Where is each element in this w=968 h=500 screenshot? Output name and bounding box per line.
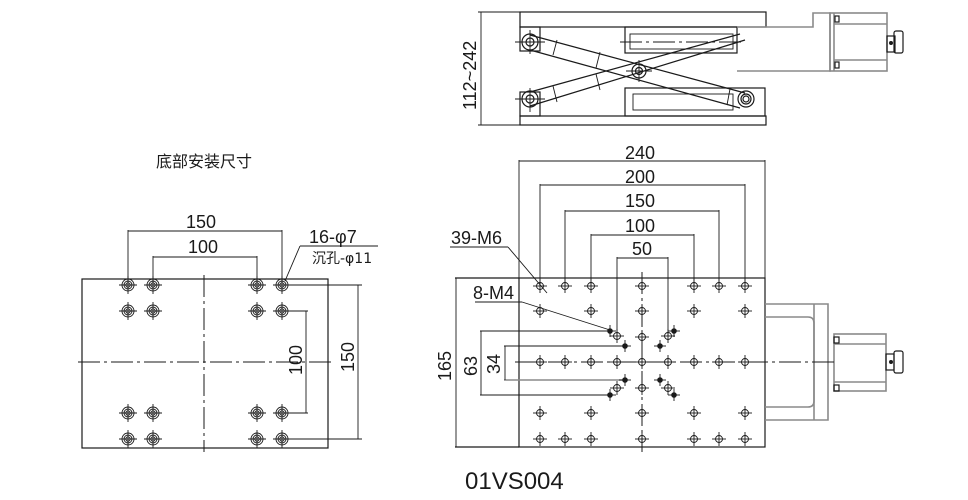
hole-callout: 16-φ7	[309, 227, 357, 247]
counterbore-hole	[248, 276, 266, 294]
pivot-bottom-right	[737, 90, 755, 108]
knob-icon	[893, 30, 904, 54]
bottom-plate	[519, 115, 767, 126]
model-number: 01VS004	[465, 468, 564, 495]
m6-callout: 39-M6	[451, 228, 502, 248]
m6-hole	[533, 406, 547, 420]
m6-hole	[738, 279, 752, 293]
counterbore-callout: 沉孔-φ11	[312, 251, 372, 267]
m4-hole	[619, 374, 631, 386]
m6-hole	[533, 304, 547, 318]
counterbore-hole	[144, 276, 162, 294]
m4-hole	[668, 325, 680, 337]
m6-hole	[738, 406, 752, 420]
m6-hole	[712, 432, 726, 446]
m6-hole	[610, 355, 624, 369]
counterbore-hole	[144, 430, 162, 448]
pivot-center	[626, 60, 652, 82]
m6-hole	[635, 355, 649, 369]
counterbore-hole	[119, 302, 137, 320]
top-dim-200: 200	[625, 167, 655, 187]
m6-hole	[738, 355, 752, 369]
m4-hole	[604, 389, 616, 401]
top-dim-240: 240	[625, 143, 655, 163]
m6-hole	[584, 279, 598, 293]
m6-hole	[712, 279, 726, 293]
top-dim-100: 100	[625, 216, 655, 236]
top-dim-165: 165	[435, 351, 455, 381]
m6-hole	[661, 381, 675, 395]
m6-hole	[584, 406, 598, 420]
m6-hole	[533, 355, 547, 369]
m6-hole	[584, 355, 598, 369]
counterbore-hole	[119, 404, 137, 422]
counterbore-hole	[248, 302, 266, 320]
m6-hole	[635, 279, 649, 293]
m6-hole	[635, 381, 649, 395]
counterbore-hole	[248, 404, 266, 422]
top-view: 240 200 150 100 50 165 63 34 39-M6	[435, 143, 904, 452]
m6-hole	[635, 330, 649, 344]
threaded-holes	[533, 279, 752, 446]
counterbore-hole	[273, 276, 291, 294]
m6-hole	[712, 355, 726, 369]
bottom-dim-100-width: 100	[188, 237, 218, 257]
top-dim-34: 34	[484, 354, 504, 374]
counterbore-hole	[273, 302, 291, 320]
m6-hole	[687, 406, 701, 420]
bottom-mount-view: 底部安装尺寸 150 100 150 100 16-φ7 沉孔-φ11	[78, 152, 378, 452]
pivot-bottom-left	[515, 88, 545, 112]
base-outline	[81, 278, 329, 449]
m4-hole	[668, 389, 680, 401]
upper-rail	[624, 26, 738, 54]
top-dim-50: 50	[632, 239, 652, 259]
m6-hole	[635, 432, 649, 446]
m6-hole	[661, 355, 675, 369]
knob-icon-top	[893, 350, 904, 374]
bottom-dim-150-height: 150	[338, 342, 358, 372]
m4-hole	[654, 374, 666, 386]
lower-rail	[624, 87, 766, 117]
m6-hole	[610, 381, 624, 395]
m4-hole	[654, 340, 666, 352]
m4-hole	[604, 325, 616, 337]
top-dim-150: 150	[625, 191, 655, 211]
m6-hole	[533, 279, 547, 293]
m6-hole	[687, 355, 701, 369]
bottom-dim-150-width: 150	[186, 212, 216, 232]
m6-hole	[687, 279, 701, 293]
counterbore-hole	[144, 302, 162, 320]
m6-hole	[687, 304, 701, 318]
counterbore-hole	[273, 404, 291, 422]
m6-hole	[738, 304, 752, 318]
counterbore-hole	[144, 404, 162, 422]
top-dim-63: 63	[461, 356, 481, 376]
pivot-top-left	[515, 30, 545, 54]
bottom-mount-title: 底部安装尺寸	[156, 152, 252, 171]
m6-hole	[584, 304, 598, 318]
bottom-dim-100-height: 100	[286, 345, 306, 375]
height-range-label: 112~242	[460, 41, 480, 110]
counterbore-hole	[119, 276, 137, 294]
m6-hole	[558, 355, 572, 369]
top-plate	[519, 11, 767, 28]
m4-hole	[619, 340, 631, 352]
m6-hole	[635, 304, 649, 318]
m6-hole	[558, 432, 572, 446]
m6-hole	[687, 432, 701, 446]
m6-hole	[533, 432, 547, 446]
side-view: 112~242	[460, 11, 904, 126]
m4-callout: 8-M4	[473, 283, 514, 303]
counterbore-hole	[119, 430, 137, 448]
m6-hole	[584, 432, 598, 446]
m6-hole	[738, 432, 752, 446]
counterbore-hole	[273, 430, 291, 448]
counterbore-hole	[248, 430, 266, 448]
motor-housing	[737, 12, 831, 72]
mounting-holes	[119, 276, 291, 448]
m6-hole	[558, 279, 572, 293]
m6-hole	[610, 329, 624, 343]
m6-hole	[635, 406, 649, 420]
